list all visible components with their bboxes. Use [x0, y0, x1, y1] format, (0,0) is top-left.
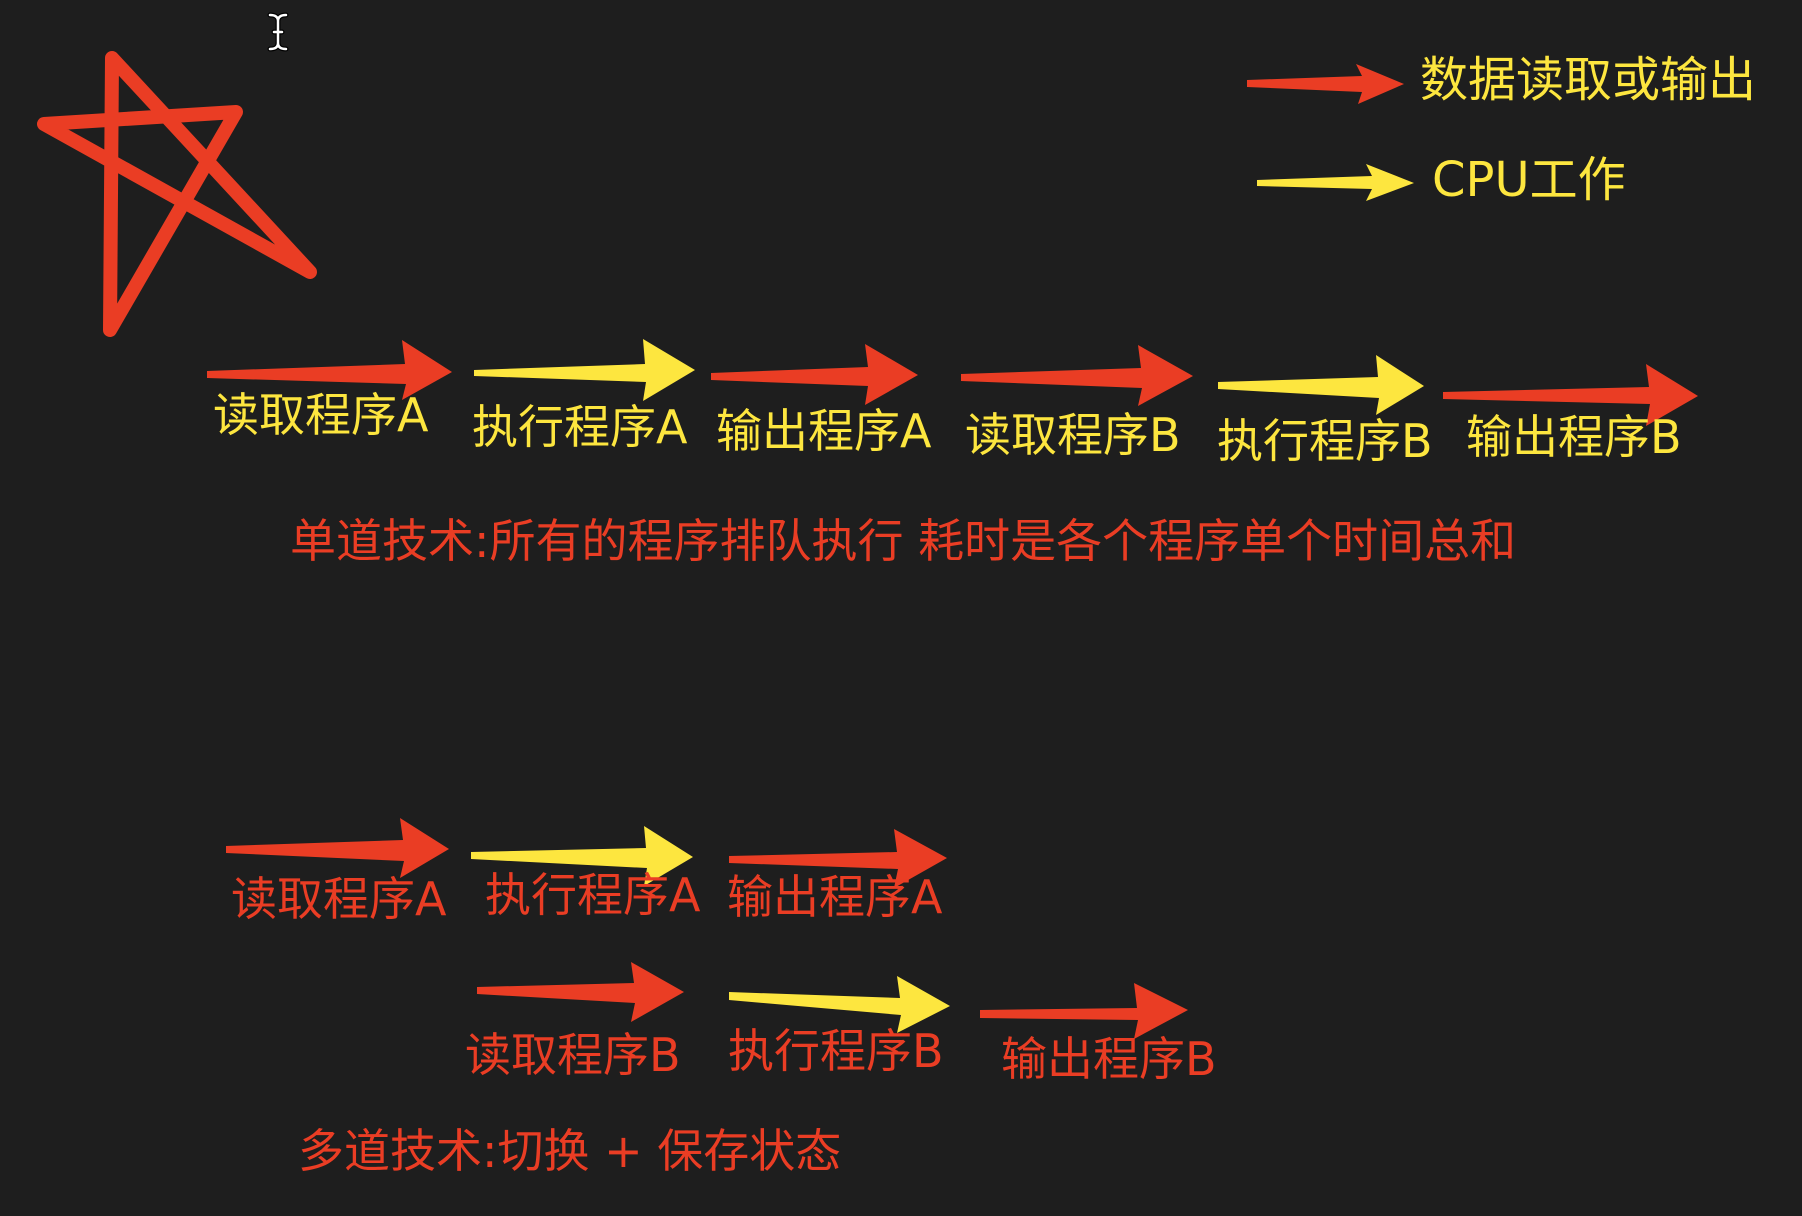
single-arrow-read-a	[207, 340, 452, 400]
legend-io-arrow	[1247, 64, 1404, 104]
multi-a-step-label: 执行程序A	[485, 868, 701, 922]
single-arrow-exec-a	[474, 339, 695, 401]
multi-caption: 多道技术:切换 + 保存状态	[298, 1124, 842, 1178]
single-step-label: 执行程序B	[1217, 414, 1433, 468]
text-cursor-icon	[267, 12, 289, 52]
legend-cpu-arrow	[1257, 164, 1414, 201]
multi-b-arrow-output	[980, 983, 1188, 1039]
multi-b-arrow-read	[477, 962, 684, 1022]
single-step-label: 读取程序B	[965, 408, 1181, 462]
single-arrow-read-b-body	[961, 345, 1193, 406]
multi-a-arrow-read	[226, 818, 449, 878]
multi-a-arrow-exec	[471, 826, 693, 886]
multi-b-step-label: 输出程序B	[1001, 1032, 1217, 1086]
legend-io-label: 数据读取或输出	[1420, 52, 1757, 108]
multi-b-arrow-exec	[729, 976, 950, 1033]
legend-cpu-label: CPU工作	[1432, 152, 1626, 208]
single-step-label: 输出程序A	[716, 404, 932, 458]
single-arrow-exec-b	[1218, 355, 1424, 415]
star-icon	[37, 51, 317, 337]
single-arrow-output-a	[711, 344, 918, 405]
single-arrow-output-b	[1443, 364, 1698, 426]
single-caption: 单道技术:所有的程序排队执行 耗时是各个程序单个时间总和	[290, 514, 1517, 568]
single-step-label: 读取程序A	[213, 388, 429, 442]
multi-a-step-label: 输出程序A	[727, 870, 943, 924]
single-step-label: 执行程序A	[472, 400, 688, 454]
multi-b-step-label: 读取程序B	[465, 1028, 681, 1082]
multi-a-arrow-output	[729, 829, 947, 888]
multi-a-step-label: 读取程序A	[231, 872, 447, 926]
single-step-label: 输出程序B	[1466, 410, 1682, 464]
multi-b-step-label: 执行程序B	[728, 1024, 944, 1078]
